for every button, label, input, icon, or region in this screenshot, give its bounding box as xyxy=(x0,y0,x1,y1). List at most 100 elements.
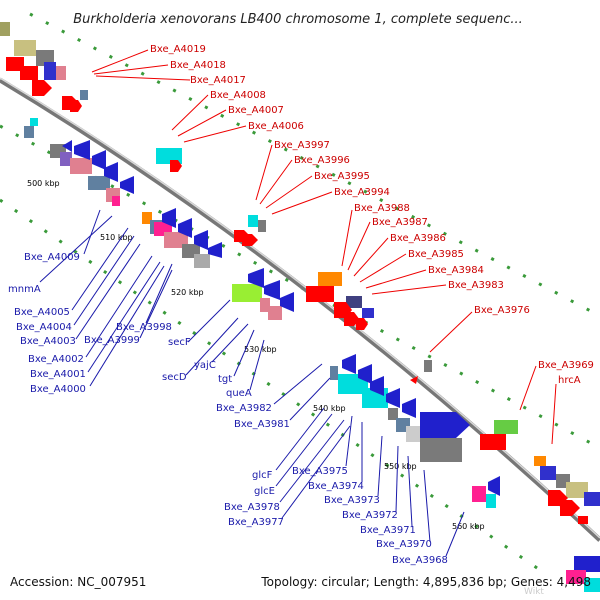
feature-arrow[interactable] xyxy=(92,150,106,170)
feature-arrow[interactable] xyxy=(578,516,588,524)
gene-label[interactable]: Bxe_A4006 xyxy=(248,121,304,132)
gene-label[interactable]: Bxe_A4019 xyxy=(150,44,206,55)
feature-block[interactable] xyxy=(268,306,282,320)
feature-arrow[interactable] xyxy=(194,230,208,250)
feature-block[interactable] xyxy=(574,556,600,572)
feature-block[interactable] xyxy=(566,570,586,584)
feature-block[interactable] xyxy=(14,40,36,56)
gene-label[interactable]: tgt xyxy=(218,374,232,385)
gene-label[interactable]: Bxe_A3978 xyxy=(224,502,280,513)
gene-label[interactable]: Bxe_A3975 xyxy=(292,466,348,477)
gene-label[interactable]: Bxe_A3988 xyxy=(354,203,410,214)
feature-block[interactable] xyxy=(534,456,546,466)
feature-block[interactable] xyxy=(142,212,152,224)
gene-label[interactable]: Bxe_A4002 xyxy=(28,354,84,365)
gene-label[interactable]: Bxe_A3976 xyxy=(474,305,530,316)
feature-arrow[interactable] xyxy=(178,218,192,238)
gene-label[interactable]: Bxe_A3977 xyxy=(228,517,284,528)
feature-arrow[interactable] xyxy=(456,412,470,438)
feature-block[interactable] xyxy=(88,176,110,190)
feature-arrow[interactable] xyxy=(6,57,24,71)
gene-label[interactable]: Bxe_A3994 xyxy=(334,187,390,198)
gene-label[interactable]: mnmA xyxy=(8,284,41,295)
gene-label[interactable]: Bxe_A3971 xyxy=(360,525,416,536)
gene-label[interactable]: glcF xyxy=(252,470,273,481)
feature-block[interactable] xyxy=(494,420,518,434)
gene-label[interactable]: Bxe_A3973 xyxy=(324,495,380,506)
feature-block[interactable] xyxy=(318,272,342,286)
gene-label[interactable]: hrcA xyxy=(558,375,581,386)
gene-label[interactable]: secD xyxy=(162,372,187,383)
gene-label[interactable]: Bxe_A4000 xyxy=(30,384,86,395)
gene-label[interactable]: glcE xyxy=(254,486,275,497)
gene-label[interactable]: Bxe_A4007 xyxy=(228,105,284,116)
gene-label[interactable]: Bxe_A3987 xyxy=(372,217,428,228)
feature-arrow[interactable] xyxy=(104,162,118,182)
feature-arrow[interactable] xyxy=(170,160,182,172)
gene-label[interactable]: Bxe_A4017 xyxy=(190,75,246,86)
feature-block[interactable] xyxy=(194,254,210,268)
feature-block[interactable] xyxy=(30,118,38,126)
feature-block[interactable] xyxy=(258,220,266,232)
feature-arrow[interactable] xyxy=(402,398,416,418)
feature-arrow[interactable] xyxy=(248,268,264,288)
feature-arrow[interactable] xyxy=(208,242,222,258)
gene-label[interactable]: Bxe_A3968 xyxy=(392,555,448,566)
feature-block[interactable] xyxy=(24,126,34,138)
gene-label[interactable]: Bxe_A3996 xyxy=(294,155,350,166)
gene-label[interactable]: Bxe_A3969 xyxy=(538,360,594,371)
feature-arrow[interactable] xyxy=(32,80,52,96)
feature-arrow[interactable] xyxy=(62,140,72,152)
feature-block[interactable] xyxy=(472,486,486,502)
feature-arrow[interactable] xyxy=(120,176,134,194)
feature-block[interactable] xyxy=(80,90,88,100)
gene-label[interactable]: Bxe_A4004 xyxy=(16,322,72,333)
feature-block[interactable] xyxy=(566,482,588,498)
gene-label[interactable]: Bxe_A3982 xyxy=(216,403,272,414)
gene-label[interactable]: Bxe_A3986 xyxy=(390,233,446,244)
feature-arrow[interactable] xyxy=(410,376,418,384)
feature-block[interactable] xyxy=(248,215,258,227)
feature-block[interactable] xyxy=(330,366,338,380)
feature-block[interactable] xyxy=(260,298,270,312)
feature-arrow[interactable] xyxy=(70,100,82,112)
feature-block[interactable] xyxy=(584,492,600,506)
gene-label[interactable]: Bxe_A3974 xyxy=(308,481,364,492)
gene-label[interactable]: Bxe_A3981 xyxy=(234,419,290,430)
gene-label[interactable]: Bxe_A3995 xyxy=(314,171,370,182)
feature-arrow[interactable] xyxy=(488,476,500,496)
feature-block[interactable] xyxy=(486,494,496,508)
feature-block[interactable] xyxy=(60,152,72,166)
feature-arrow[interactable] xyxy=(162,208,176,228)
feature-arrow[interactable] xyxy=(74,140,90,160)
feature-block[interactable] xyxy=(70,158,92,174)
gene-label[interactable]: Bxe_A4009 xyxy=(24,252,80,263)
feature-arrow[interactable] xyxy=(386,388,400,408)
feature-block[interactable] xyxy=(420,412,456,438)
gene-label[interactable]: Bxe_A3997 xyxy=(274,140,330,151)
gene-label[interactable]: Bxe_A4003 xyxy=(20,336,76,347)
gene-label[interactable]: Bxe_A4008 xyxy=(210,90,266,101)
feature-arrow[interactable] xyxy=(242,234,258,246)
gene-label[interactable]: Bxe_A3972 xyxy=(342,510,398,521)
feature-block[interactable] xyxy=(306,286,334,302)
feature-block[interactable] xyxy=(362,308,374,318)
feature-block[interactable] xyxy=(540,466,556,480)
feature-block[interactable] xyxy=(346,296,362,308)
gene-label[interactable]: Bxe_A4005 xyxy=(14,307,70,318)
gene-label[interactable]: secF xyxy=(168,337,191,348)
feature-block[interactable] xyxy=(44,62,56,80)
gene-label[interactable]: Bxe_A4001 xyxy=(30,369,86,380)
feature-arrow[interactable] xyxy=(358,364,372,384)
gene-label[interactable]: Bxe_A3983 xyxy=(448,280,504,291)
feature-block[interactable] xyxy=(0,22,10,36)
feature-block[interactable] xyxy=(584,578,600,592)
gene-label[interactable]: Bxe_A4018 xyxy=(170,60,226,71)
feature-arrow[interactable] xyxy=(342,354,356,374)
feature-arrow[interactable] xyxy=(560,500,580,516)
gene-label[interactable]: Bxe_A3998 xyxy=(116,322,172,333)
feature-arrow[interactable] xyxy=(20,66,38,80)
feature-block[interactable] xyxy=(424,360,432,372)
feature-block[interactable] xyxy=(56,66,66,80)
gene-label[interactable]: Bxe_A3985 xyxy=(408,249,464,260)
